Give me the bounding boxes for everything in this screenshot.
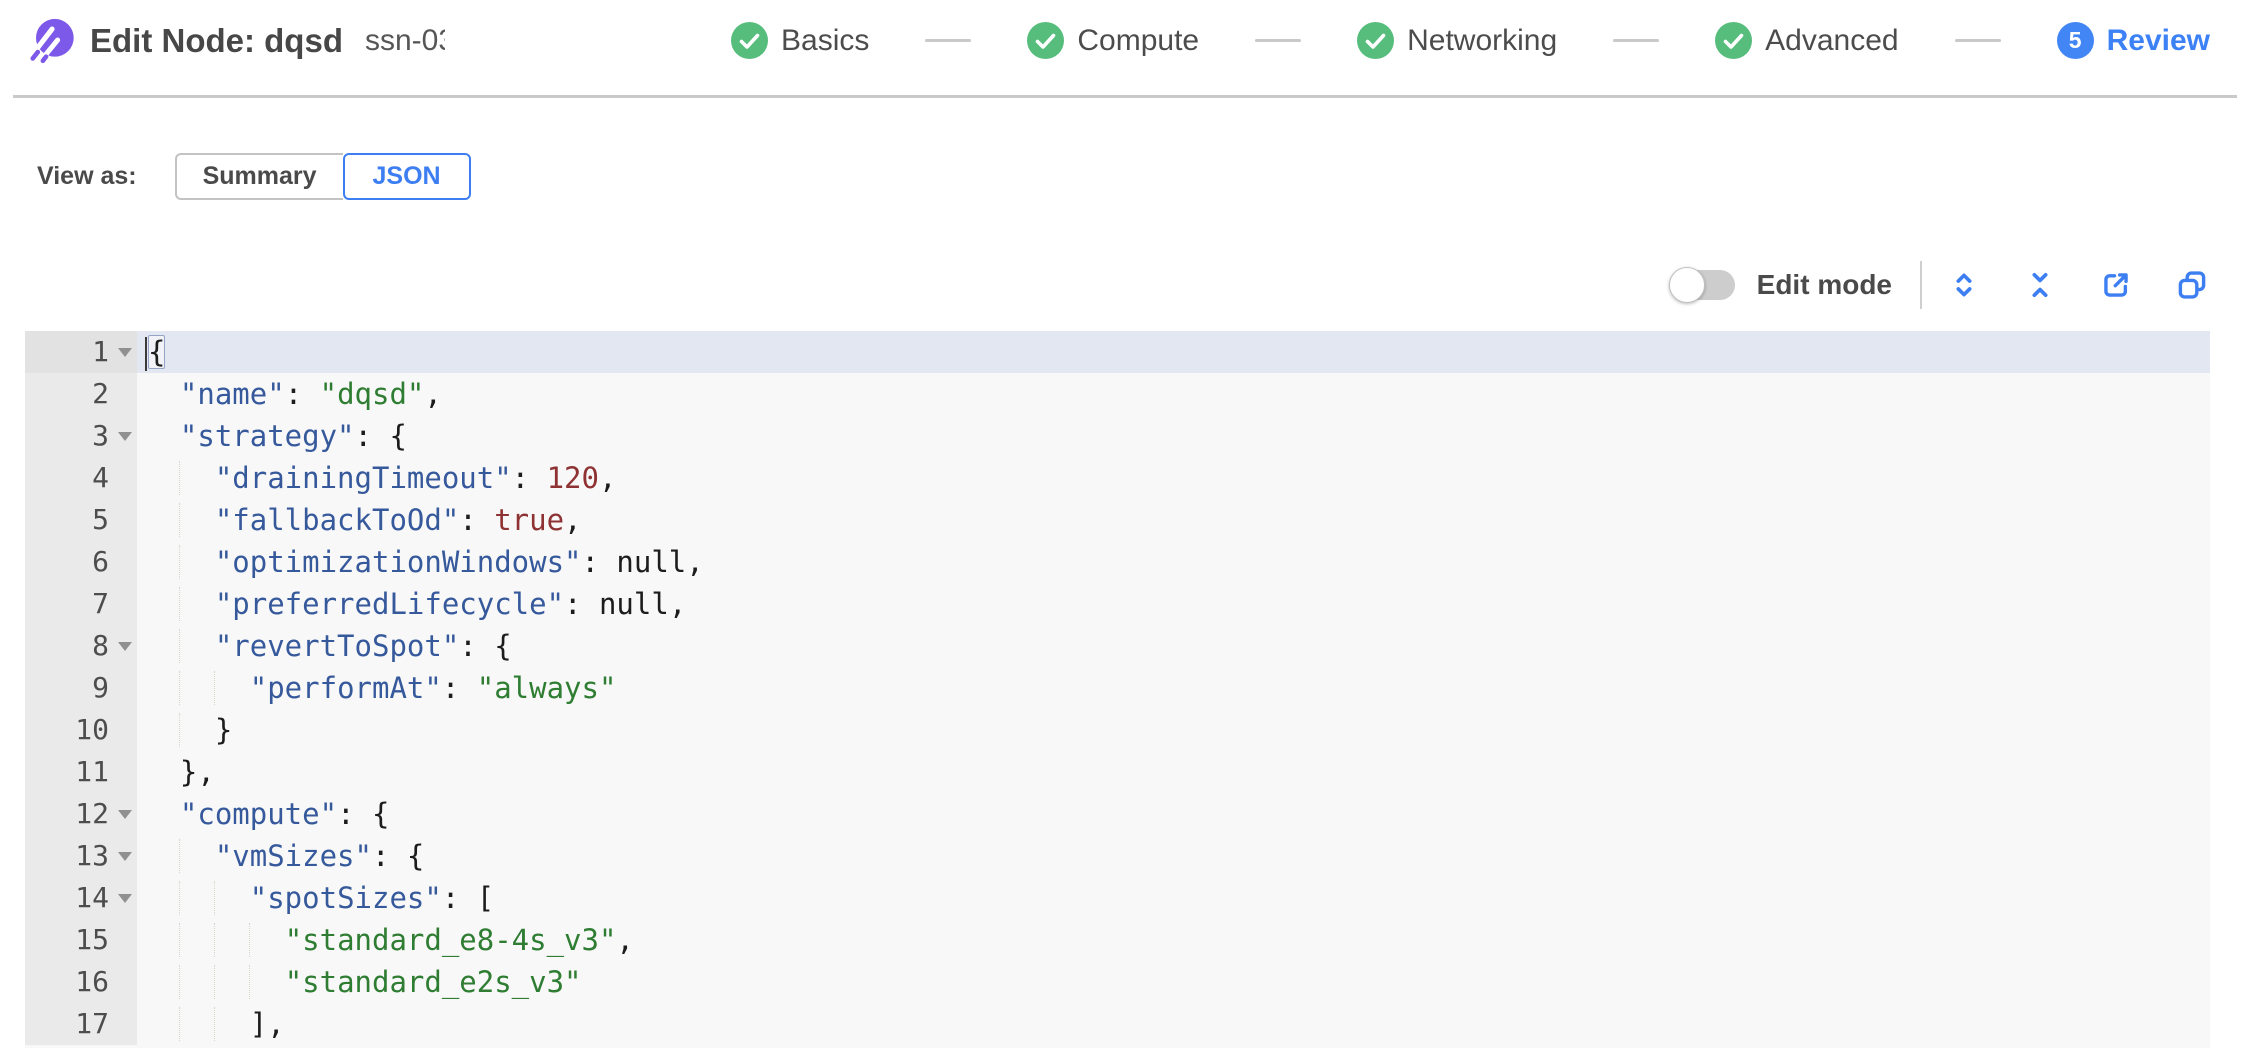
code-line-content: "preferredLifecycle": null, bbox=[137, 583, 2210, 625]
expand-icon[interactable] bbox=[1946, 267, 1982, 303]
code-line-content: "vmSizes": { bbox=[137, 835, 2210, 877]
code-line[interactable]: 6 "optimizationWindows": null, bbox=[25, 541, 2210, 583]
wizard-step-review[interactable]: 5 Review bbox=[2056, 22, 2210, 59]
step-label: Advanced bbox=[1765, 23, 1899, 57]
code-line-content: }, bbox=[179, 755, 215, 789]
line-number: 8 bbox=[25, 625, 137, 667]
view-as-option-summary[interactable]: Summary bbox=[174, 153, 343, 200]
code-line-content: ], bbox=[137, 1003, 2210, 1045]
code-line[interactable]: 9 "performAt": "always" bbox=[25, 667, 2210, 709]
edit-mode-toggle[interactable] bbox=[1668, 267, 1735, 303]
line-number: 16 bbox=[25, 961, 137, 1003]
line-number: 15 bbox=[25, 919, 137, 961]
code-line-content: "spotSizes": [ bbox=[137, 877, 2210, 919]
code-line[interactable]: 11 }, bbox=[25, 751, 2210, 793]
code-line[interactable]: 7 "preferredLifecycle": null, bbox=[25, 583, 2210, 625]
line-number: 11 bbox=[25, 751, 137, 793]
code-line-content: "standard_e8-4s_v3", bbox=[137, 919, 2210, 961]
fold-arrow-icon[interactable] bbox=[118, 642, 132, 651]
check-circle-icon bbox=[1357, 22, 1395, 59]
code-line[interactable]: 10 } bbox=[25, 709, 2210, 751]
code-line[interactable]: 15 "standard_e8-4s_v3", bbox=[25, 919, 2210, 961]
line-number: 3 bbox=[25, 415, 137, 457]
line-number: 2 bbox=[25, 373, 137, 415]
header-divider bbox=[13, 95, 2237, 98]
code-line[interactable]: 17 ], bbox=[25, 1003, 2210, 1045]
text-cursor bbox=[145, 337, 147, 371]
wizard-step-basics[interactable]: Basics bbox=[731, 22, 869, 59]
fold-arrow-icon[interactable] bbox=[118, 894, 132, 903]
fold-arrow-icon[interactable] bbox=[118, 432, 132, 441]
code-line-content: "drainingTimeout": 120, bbox=[137, 457, 2210, 499]
toggle-knob bbox=[1668, 267, 1705, 303]
fold-arrow-icon[interactable] bbox=[118, 852, 132, 861]
code-line[interactable]: 16 "standard_e2s_v3" bbox=[25, 961, 2210, 1003]
line-number: 7 bbox=[25, 583, 137, 625]
code-line[interactable]: 5 "fallbackToOd": true, bbox=[25, 499, 2210, 541]
step-connector bbox=[1613, 39, 1660, 42]
wizard-header: Edit Node: dqsd ssn-038 bbox=[0, 0, 2250, 95]
line-number: 6 bbox=[25, 541, 137, 583]
fold-arrow-icon[interactable] bbox=[118, 348, 132, 357]
step-label: Basics bbox=[781, 23, 870, 57]
view-as-label: View as: bbox=[37, 162, 137, 190]
wizard-step-compute[interactable]: Compute bbox=[1027, 22, 1199, 59]
code-line-content: { bbox=[137, 331, 2210, 373]
code-line-content: "compute": { bbox=[179, 797, 390, 831]
step-connector bbox=[1255, 39, 1302, 42]
json-editor[interactable]: 1{2 "name": "dqsd",3 "strategy": {4 "dra… bbox=[25, 331, 2210, 1048]
step-connector bbox=[1954, 39, 2001, 42]
code-line[interactable]: 14 "spotSizes": [ bbox=[25, 877, 2210, 919]
wizard-stepper: Basics Compute Networking Advanced 5 Review bbox=[731, 0, 2210, 95]
check-circle-icon bbox=[731, 22, 769, 59]
line-number: 14 bbox=[25, 877, 137, 919]
code-line-content: "standard_e2s_v3" bbox=[137, 961, 2210, 1003]
code-line[interactable]: 13 "vmSizes": { bbox=[25, 835, 2210, 877]
line-number: 1 bbox=[25, 331, 137, 373]
step-label: Review bbox=[2106, 23, 2210, 57]
code-line[interactable]: 1{ bbox=[25, 331, 2210, 373]
code-line[interactable]: 8 "revertToSpot": { bbox=[25, 625, 2210, 667]
line-number: 10 bbox=[25, 709, 137, 751]
toolbar-icon-group bbox=[1946, 267, 2210, 303]
code-line-content: "name": "dqsd", bbox=[179, 377, 442, 411]
toolbar-separator bbox=[1920, 261, 1922, 309]
code-line-content: } bbox=[137, 709, 2210, 751]
export-icon[interactable] bbox=[2098, 267, 2134, 303]
node-id-subtitle: ssn-038 bbox=[364, 23, 445, 57]
line-number: 12 bbox=[25, 793, 137, 835]
wizard-step-advanced[interactable]: Advanced bbox=[1715, 22, 1899, 59]
page-title: Edit Node: dqsd bbox=[90, 21, 343, 59]
step-number-badge: 5 bbox=[2056, 22, 2094, 59]
step-label: Compute bbox=[1077, 23, 1200, 57]
code-line[interactable]: 4 "drainingTimeout": 120, bbox=[25, 457, 2210, 499]
wizard-step-networking[interactable]: Networking bbox=[1357, 22, 1557, 59]
line-number: 17 bbox=[25, 1003, 137, 1045]
code-line-content: "fallbackToOd": true, bbox=[137, 499, 2210, 541]
line-number: 5 bbox=[25, 499, 137, 541]
check-circle-icon bbox=[1715, 22, 1753, 59]
view-as-option-json[interactable]: JSON bbox=[342, 153, 471, 200]
line-number: 9 bbox=[25, 667, 137, 709]
code-line[interactable]: 3 "strategy": { bbox=[25, 415, 2210, 457]
code-line-content: "performAt": "always" bbox=[137, 667, 2210, 709]
fold-arrow-icon[interactable] bbox=[118, 810, 132, 819]
copy-icon[interactable] bbox=[2174, 267, 2210, 303]
code-line[interactable]: 12 "compute": { bbox=[25, 793, 2210, 835]
collapse-icon[interactable] bbox=[2022, 267, 2058, 303]
editor-toolbar: Edit mode bbox=[1668, 258, 2210, 312]
code-line-content: "optimizationWindows": null, bbox=[137, 541, 2210, 583]
step-label: Networking bbox=[1407, 23, 1558, 57]
step-connector bbox=[925, 39, 972, 42]
edit-mode-label: Edit mode bbox=[1756, 269, 1892, 300]
check-circle-icon bbox=[1027, 22, 1065, 59]
code-line-content: "revertToSpot": { bbox=[137, 625, 2210, 667]
line-number: 13 bbox=[25, 835, 137, 877]
line-number: 4 bbox=[25, 457, 137, 499]
spot-logo-icon[interactable] bbox=[30, 18, 76, 64]
code-line[interactable]: 2 "name": "dqsd", bbox=[25, 373, 2210, 415]
code-line-content: "strategy": { bbox=[179, 419, 407, 453]
